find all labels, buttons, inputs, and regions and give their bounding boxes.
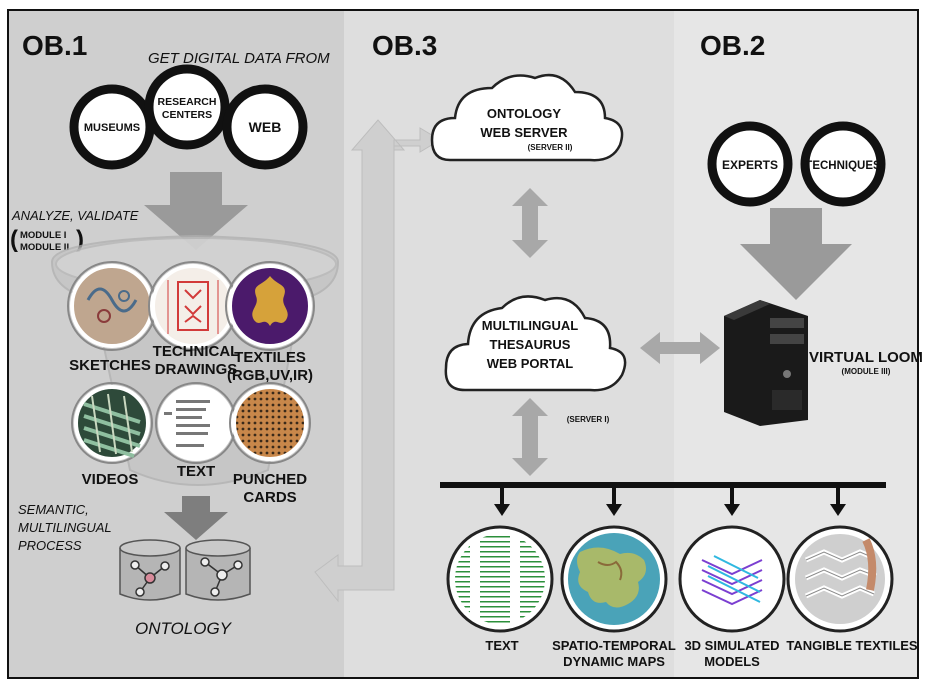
text-label: TEXT (177, 463, 215, 480)
module-bracket-right: ) (76, 226, 84, 253)
ob2-heading: OB.2 (700, 30, 765, 61)
analyze-label: ANALYZE, VALIDATE (11, 208, 139, 223)
ob1-heading: OB.1 (22, 30, 87, 61)
virtual-loom-computer-icon (724, 300, 808, 426)
models-output-label-1: 3D SIMULATED (684, 638, 779, 653)
sketches-label: SKETCHES (69, 357, 151, 374)
virtual-loom-label: VIRTUAL LOOM (809, 349, 923, 366)
dynamic-maps-output-thumb (560, 525, 668, 633)
textiles-label-1: TEXTILES (234, 349, 306, 366)
ob1-ob3-connector-arrow (314, 119, 441, 603)
technical-label-2: DRAWINGS (155, 361, 238, 378)
maps-output-label-1: SPATIO-TEMPORAL (552, 638, 676, 653)
ontology-label: ONTOLOGY (135, 619, 233, 638)
cloud1-label-3: (SERVER II) (528, 143, 573, 152)
technical-drawings-thumb (148, 261, 238, 351)
text-output-label: TEXT (485, 638, 518, 653)
text-output-thumb (446, 525, 554, 633)
videos-label: VIDEOS (82, 471, 139, 488)
3d-models-output-thumb (678, 525, 786, 633)
get-data-label: GET DIGITAL DATA FROM (148, 50, 330, 67)
web-label: WEB (249, 119, 282, 135)
thesaurus-web-portal-cloud (444, 295, 627, 392)
museums-label: MUSEUMS (84, 122, 140, 134)
research-label-1: RESEARCH (158, 96, 217, 108)
semantic-label-3: PROCESS (18, 538, 82, 553)
cloud2-label-1: MULTILINGUAL (482, 318, 579, 333)
sketches-thumb (67, 261, 157, 351)
techniques-circle (800, 121, 886, 207)
ob1-down-arrow (144, 172, 248, 250)
semantic-label-2: MULTILINGUAL (18, 520, 112, 535)
cloud2-label-2: THESAURUS (490, 337, 571, 352)
research-circle (144, 64, 230, 150)
punched-label-1: PUNCHED (233, 471, 307, 488)
models-output-label-2: MODELS (704, 654, 760, 669)
ontology-database-icon (119, 539, 251, 601)
ob2-down-arrow (740, 208, 852, 300)
experts-circle (707, 121, 793, 207)
cloud1-label-1: ONTOLOGY (487, 106, 561, 121)
ontology-web-server-cloud (430, 73, 624, 162)
module-bracket-left: ( (10, 226, 18, 253)
module-i-label: MODULE I (20, 230, 66, 241)
ontology-down-arrow (164, 496, 228, 540)
techniques-label: TECHNIQUES (805, 160, 881, 172)
portal-loom-arrow (640, 332, 720, 364)
technical-label-1: TECHNICAL (153, 343, 240, 360)
tangible-output-label: TANGIBLE TEXTILES (786, 638, 918, 653)
text-thumb (155, 382, 237, 464)
research-label-2: CENTERS (162, 109, 212, 121)
maps-output-label-2: DYNAMIC MAPS (563, 654, 665, 669)
punched-label-2: CARDS (243, 489, 296, 506)
frame (7, 9, 919, 679)
ob3-heading: OB.3 (372, 30, 437, 61)
semantic-label-1: SEMANTIC, (18, 502, 89, 517)
videos-thumb (71, 382, 153, 464)
textiles-label-2: (RGB,UV,IR) (227, 367, 313, 384)
textiles-thumb (225, 261, 315, 351)
output-bus (440, 482, 886, 488)
cloud-link-arrow (512, 188, 548, 258)
punched-cards-thumb (229, 382, 311, 464)
server1-label: (SERVER I) (567, 415, 610, 424)
virtual-loom-module-label: (MODULE III) (842, 367, 891, 376)
output-bus-arrows (494, 486, 846, 516)
module-ii-label: MODULE II (20, 242, 69, 253)
experts-label: EXPERTS (722, 158, 778, 172)
portal-outputs-arrow (512, 398, 548, 476)
cloud1-label-2: WEB SERVER (480, 125, 568, 140)
cloud2-label-3: WEB PORTAL (487, 356, 573, 371)
tangible-textiles-output-thumb (786, 525, 894, 633)
web-circle (222, 84, 308, 170)
